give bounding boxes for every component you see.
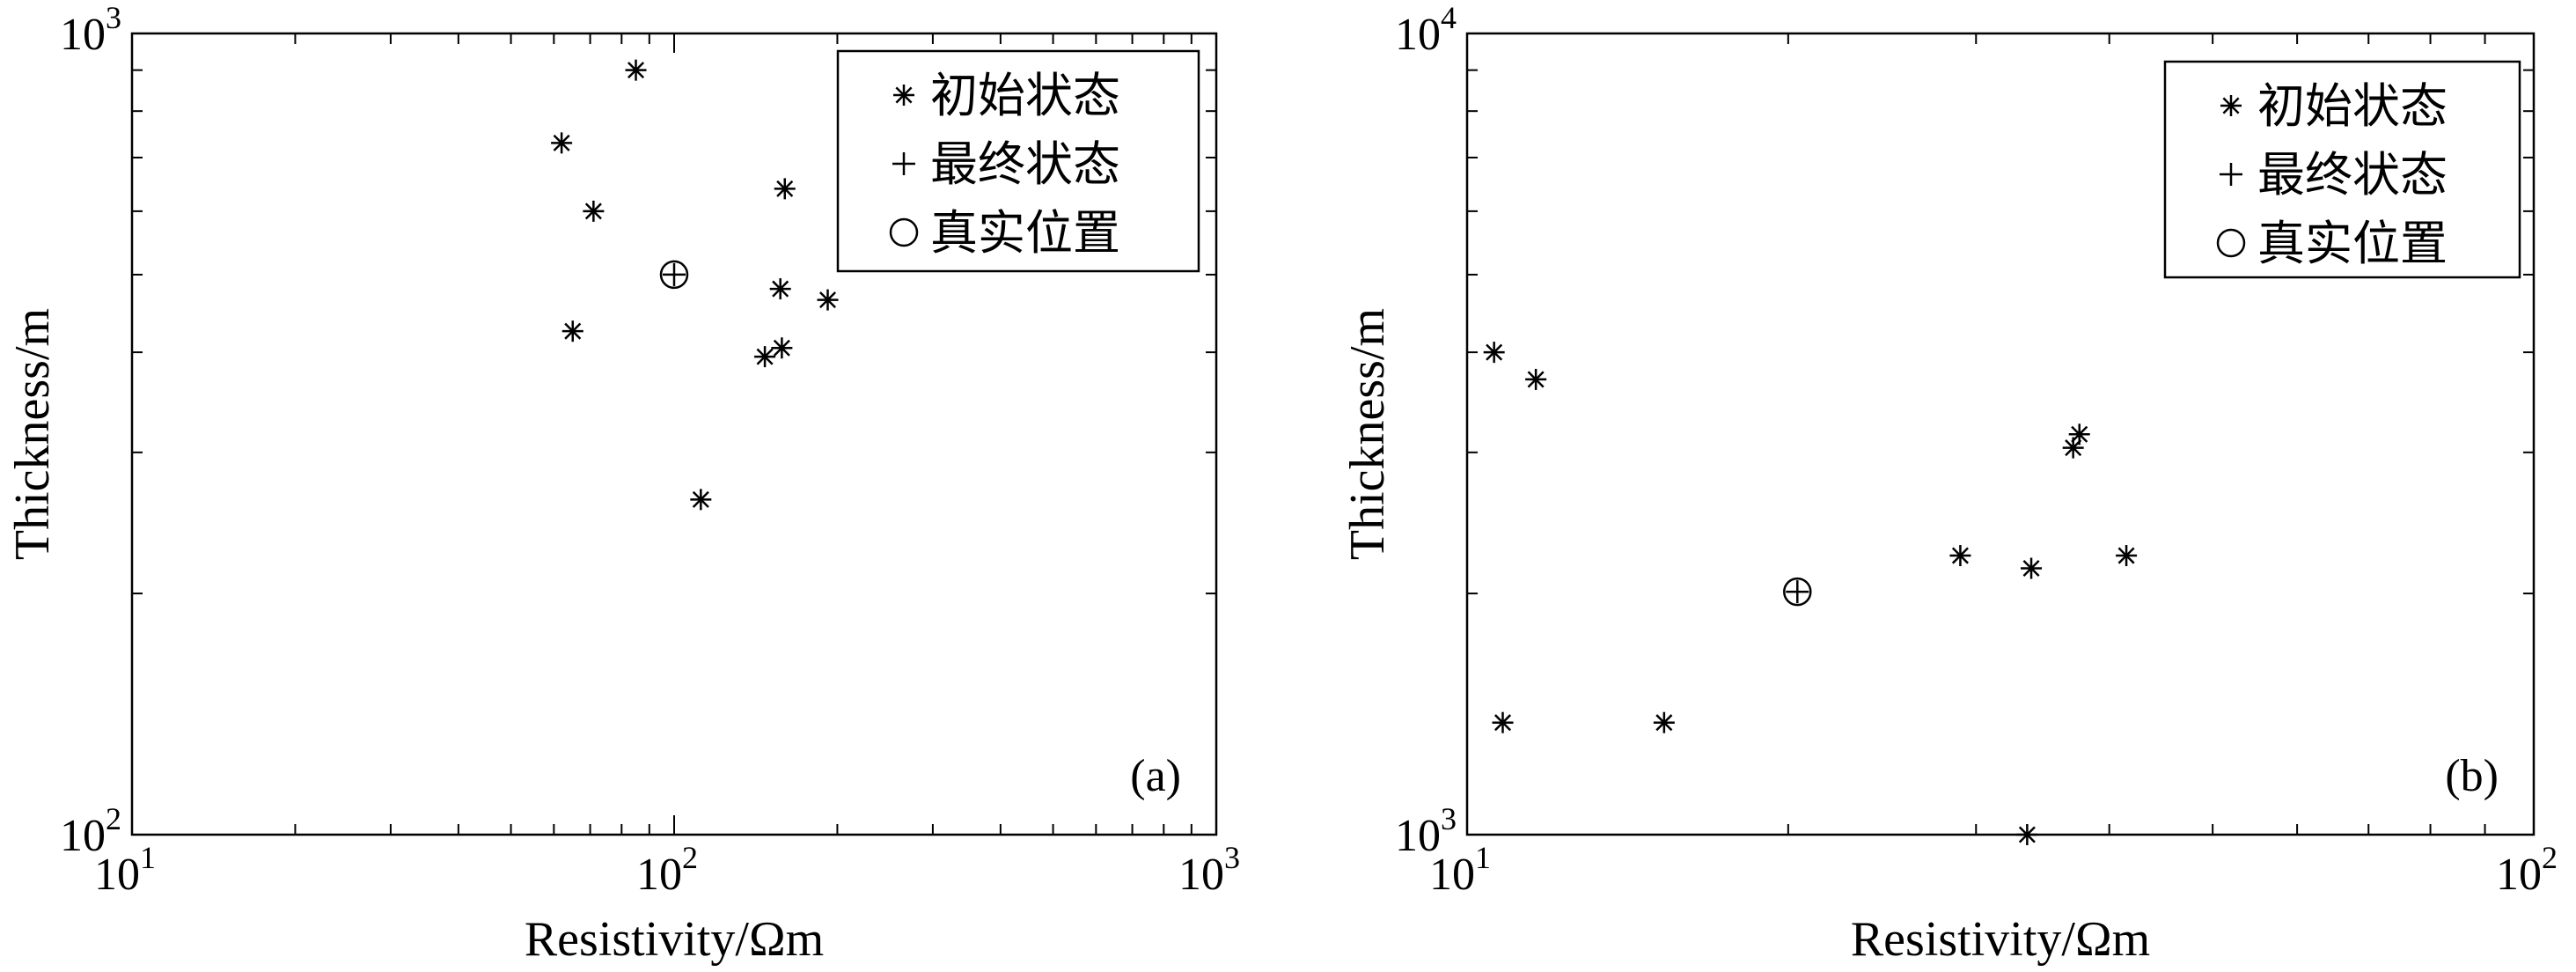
data-point-star [769, 278, 791, 300]
legend-marker-star [2220, 95, 2242, 116]
x-tick-exponent: 3 [1224, 840, 1240, 875]
legend-label: 初始状态 [2257, 78, 2448, 134]
legend-label: 初始状态 [930, 68, 1120, 123]
y-tick-exponent: 3 [106, 0, 121, 35]
data-point-circle [1783, 577, 1812, 607]
x-axis-label: Resistivity/Ωm [1851, 912, 2150, 967]
data-point-star [2062, 437, 2084, 459]
data-point-star [561, 320, 583, 342]
x-tick-exponent: 1 [140, 840, 156, 875]
y-tick-exponent: 4 [1441, 0, 1457, 35]
series-circle [659, 260, 689, 290]
x-tick-base: 10 [2496, 850, 2542, 900]
y-tick-base: 10 [1395, 811, 1441, 861]
series-plus [663, 262, 686, 286]
y-tick-base: 10 [1395, 10, 1441, 60]
data-point-plus [663, 262, 686, 286]
x-axis-label: Resistivity/Ωm [525, 912, 824, 967]
data-point-star [2021, 557, 2043, 579]
data-point-star [1483, 342, 1505, 364]
legend-marker-plus [2220, 163, 2242, 186]
y-axis-label: Thickness/m [1340, 308, 1395, 560]
x-tick-label: 101 [94, 840, 156, 900]
plot-frame [1465, 32, 2536, 836]
legend-label: 最终状态 [2257, 147, 2448, 202]
y-tick-exponent: 2 [106, 801, 121, 836]
legend-marker-star [893, 85, 914, 106]
x-tick-label: 102 [636, 840, 698, 900]
y-tick-label: 103 [1395, 801, 1457, 861]
x-tick-exponent: 2 [682, 840, 698, 875]
legend-marker-circle [2216, 228, 2246, 258]
data-point-star [817, 289, 839, 311]
series-plus [1786, 580, 1809, 604]
y-tick-base: 10 [60, 10, 106, 60]
legend-label: 真实位置 [930, 205, 1120, 261]
data-point-star [1492, 711, 1514, 733]
data-point-star [625, 59, 647, 81]
legend-label: 真实位置 [2257, 216, 2448, 271]
data-point-star [551, 132, 573, 154]
series-star [1483, 342, 2138, 845]
data-point-star [1525, 368, 1547, 390]
x-tick-label: 101 [1429, 840, 1491, 900]
legend-marker-circle [889, 217, 919, 247]
y-axis-label: Thickness/m [5, 308, 60, 560]
data-point-plus [1786, 580, 1809, 604]
x-tick-base: 10 [1178, 850, 1224, 900]
data-point-circle [659, 260, 689, 290]
y-tick-label: 103 [60, 0, 121, 60]
legend-marker-plus [892, 152, 915, 175]
data-point-star [1949, 545, 1971, 567]
series-circle [1783, 577, 1812, 607]
data-point-star [2116, 545, 2138, 567]
data-point-star [754, 346, 776, 368]
data-point-star [2016, 824, 2038, 845]
x-tick-label: 103 [1178, 840, 1240, 900]
data-point-star [583, 200, 605, 222]
y-tick-label: 102 [60, 801, 121, 861]
legend-label: 最终状态 [930, 136, 1120, 192]
y-tick-exponent: 3 [1441, 801, 1457, 836]
panel-label: (a) [1130, 751, 1181, 801]
series-star [551, 59, 839, 511]
y-tick-base: 10 [60, 811, 106, 861]
data-point-star [1653, 711, 1675, 733]
panel-label: (b) [2445, 751, 2499, 801]
data-point-star [690, 489, 712, 511]
x-tick-label: 102 [2496, 840, 2558, 900]
y-tick-label: 104 [1395, 0, 1457, 60]
x-tick-base: 10 [1429, 850, 1475, 900]
data-point-star [771, 337, 793, 359]
x-tick-base: 10 [636, 850, 682, 900]
x-tick-base: 10 [94, 850, 140, 900]
x-tick-exponent: 2 [2542, 840, 2558, 875]
x-tick-exponent: 1 [1475, 840, 1491, 875]
data-point-star [774, 178, 796, 200]
